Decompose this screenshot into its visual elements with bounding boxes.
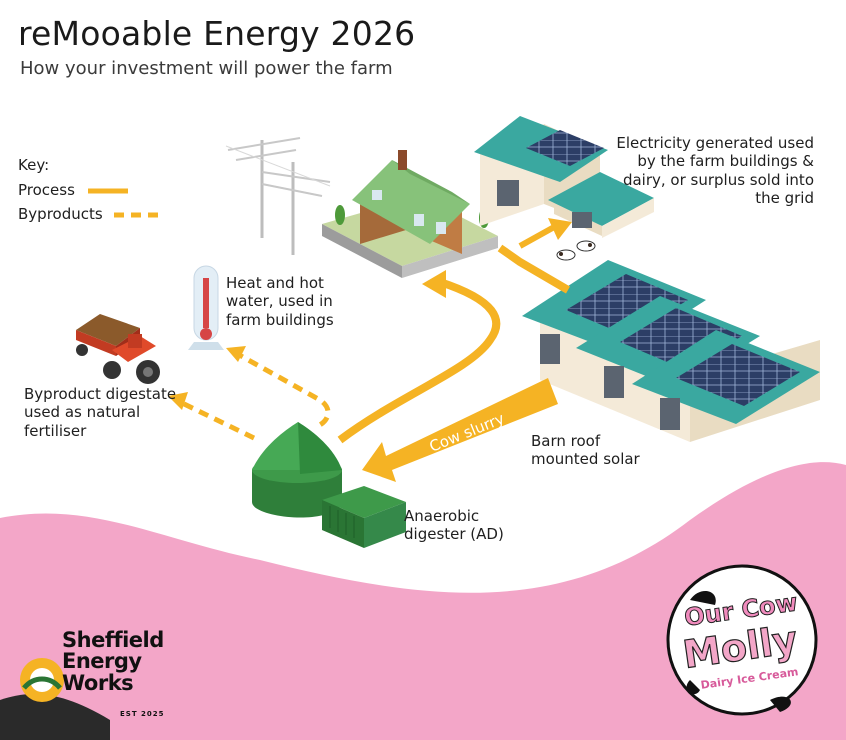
solar-barn-icon [522, 260, 820, 442]
cow-slurry-arrow [362, 378, 558, 482]
flow-barn-to-dairy [518, 223, 558, 249]
our-cow-molly-logo: Our Cow Molly Dairy Ice Cream [666, 564, 818, 716]
flow-heat-byproduct [232, 349, 331, 429]
flow-ad-to-house [337, 278, 501, 444]
key-byproducts-label: Byproducts [18, 205, 103, 223]
flow-dairy-arrowhead [548, 218, 572, 240]
barn-solar-label: Barn roof mounted solar [531, 432, 640, 469]
page-title: reMooable Energy 2026 [18, 14, 416, 53]
key-process-label: Process [18, 181, 75, 199]
flow-barn-to-house [497, 244, 571, 294]
electricity-label: Electricity generated used by the farm b… [616, 134, 814, 207]
flow-digestate-arrowhead [168, 392, 188, 410]
heat-label: Heat and hot water, used in farm buildin… [226, 274, 334, 329]
flow-house-arrowhead [422, 270, 446, 298]
thermometer-icon [188, 265, 224, 350]
page-subtitle: How your investment will power the farm [20, 58, 393, 79]
cows-icon [556, 240, 596, 261]
digester-label: Anaerobic digester (AD) [404, 507, 504, 544]
power-pylons-icon [225, 137, 331, 255]
tractor-icon [76, 314, 160, 384]
key-title: Key: [18, 156, 50, 174]
flow-heat-arrowhead [226, 346, 246, 362]
farmhouse-icon [322, 150, 498, 278]
digestate-label: Byproduct digestate used as natural fert… [24, 385, 177, 440]
flow-digestate-byproduct [178, 399, 256, 441]
sheffield-logo-est: EST 2025 [120, 710, 165, 718]
anaerobic-digester-icon [252, 422, 406, 548]
pink-background-wave [0, 462, 846, 740]
sheffield-energy-works-logo [0, 658, 110, 740]
farm-buildings-icon [474, 116, 654, 238]
sheffield-logo-text: Sheffield Energy Works [62, 628, 164, 695]
